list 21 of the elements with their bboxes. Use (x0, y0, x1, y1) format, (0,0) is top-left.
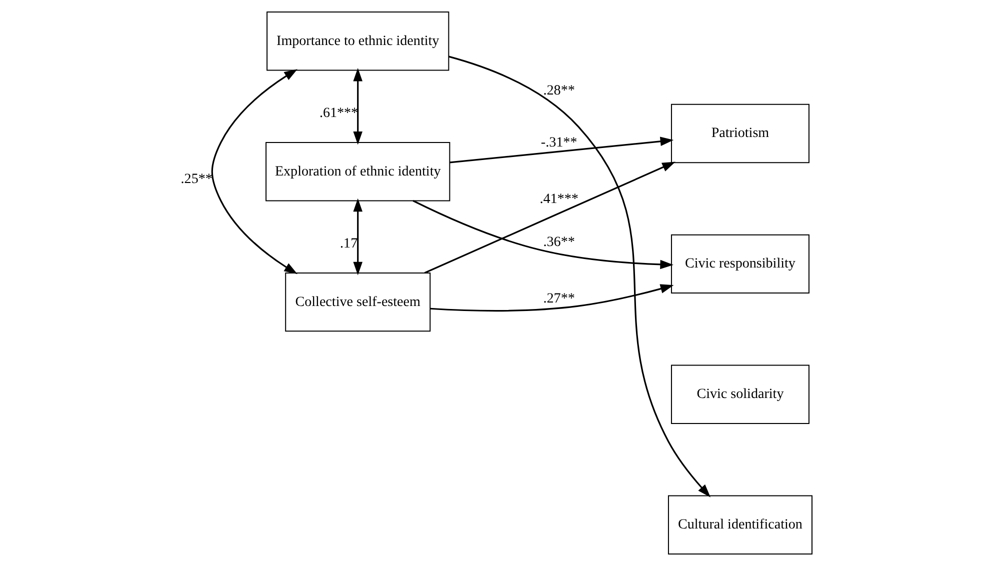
node-box: Collective self-esteem (284, 272, 430, 332)
node-box: Exploration of ethnic identity (265, 142, 450, 202)
node-box: Cultural identification (667, 495, 812, 554)
edge-label: .36** (542, 234, 574, 250)
node-box: Importance to ethnic identity (266, 12, 449, 71)
arrow (448, 56, 710, 498)
node-box: Civic responsibility (670, 234, 809, 294)
arrow (424, 162, 675, 274)
edge-label: .25** (180, 170, 212, 187)
arrow (352, 198, 362, 276)
node-box: Civic solidarity (670, 364, 809, 424)
edge-label: .28** (542, 82, 574, 99)
node-box: Patriotism (670, 104, 809, 164)
edge-label: .41*** (539, 190, 578, 207)
arrow (449, 136, 674, 164)
edge-label: .27** (542, 290, 574, 306)
arrow (352, 68, 362, 145)
arrow (210, 69, 297, 274)
arrow (430, 284, 674, 312)
edge-label: -.31** (540, 134, 577, 151)
arrow (412, 200, 673, 270)
